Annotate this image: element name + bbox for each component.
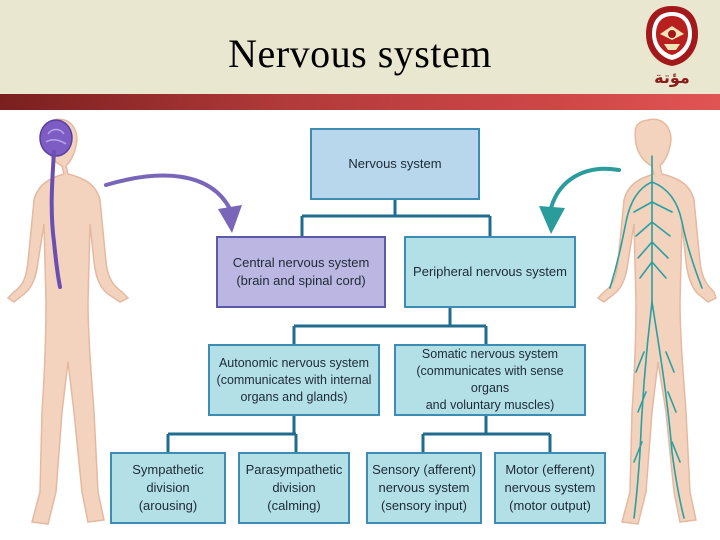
pns-node-label: Peripheral nervous system xyxy=(413,264,567,279)
sympathetic-node-label: Sympathetic division (arousing) xyxy=(132,462,204,513)
slide-title: Nervous system xyxy=(228,31,492,76)
logo-emblem-icon xyxy=(646,6,698,66)
parasympathetic-node: Parasympathetic division (calming) xyxy=(238,452,350,524)
sensory-node: Sensory (afferent) nervous system (senso… xyxy=(366,452,482,524)
cns-body-figure xyxy=(6,118,130,525)
header-accent-band xyxy=(0,94,720,110)
university-logo: مؤتة xyxy=(640,4,704,88)
logo-text: مؤتة xyxy=(654,68,690,87)
parasympathetic-node-label: Parasympathetic division (calming) xyxy=(245,462,343,513)
sensory-node-label: Sensory (afferent) nervous system (senso… xyxy=(372,462,476,513)
cns-pointer-arrow xyxy=(104,173,242,233)
pns-body-figure xyxy=(596,118,717,525)
pns-node: Peripheral nervous system xyxy=(404,236,576,308)
cns-node: Central nervous system (brain and spinal… xyxy=(216,236,386,308)
autonomic-node: Autonomic nervous system (communicates w… xyxy=(208,344,380,416)
root-node-label: Nervous system xyxy=(348,156,442,171)
pns-pointer-arrow xyxy=(539,166,621,234)
motor-node-label: Motor (efferent) nervous system (motor o… xyxy=(504,462,596,513)
root-node: Nervous system xyxy=(310,128,480,200)
motor-node: Motor (efferent) nervous system (motor o… xyxy=(494,452,606,524)
sympathetic-node: Sympathetic division (arousing) xyxy=(110,452,226,524)
autonomic-node-label: Autonomic nervous system (communicates w… xyxy=(216,355,372,404)
cns-node-label: Central nervous system (brain and spinal… xyxy=(232,255,370,288)
somatic-node: Somatic nervous system (communicates wit… xyxy=(394,344,586,416)
slide-header xyxy=(0,0,720,94)
somatic-node-label: Somatic nervous system (communicates wit… xyxy=(416,347,564,412)
